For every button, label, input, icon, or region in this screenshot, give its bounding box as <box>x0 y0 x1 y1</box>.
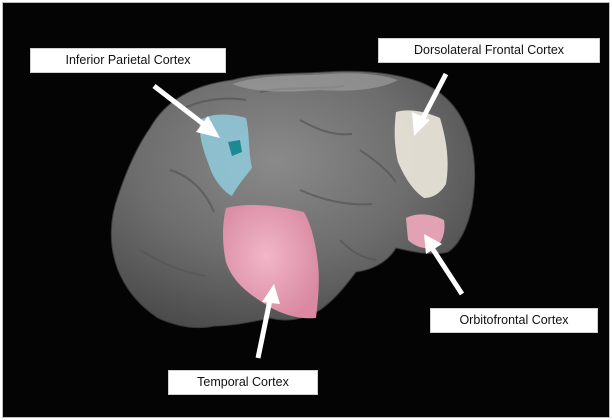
orbitofrontal-label: Orbitofrontal Cortex <box>430 308 598 333</box>
inferior-parietal-label: Inferior Parietal Cortex <box>30 48 226 73</box>
temporal-label: Temporal Cortex <box>168 370 318 395</box>
dorsolateral-frontal-label: Dorsolateral Frontal Cortex <box>378 38 600 63</box>
